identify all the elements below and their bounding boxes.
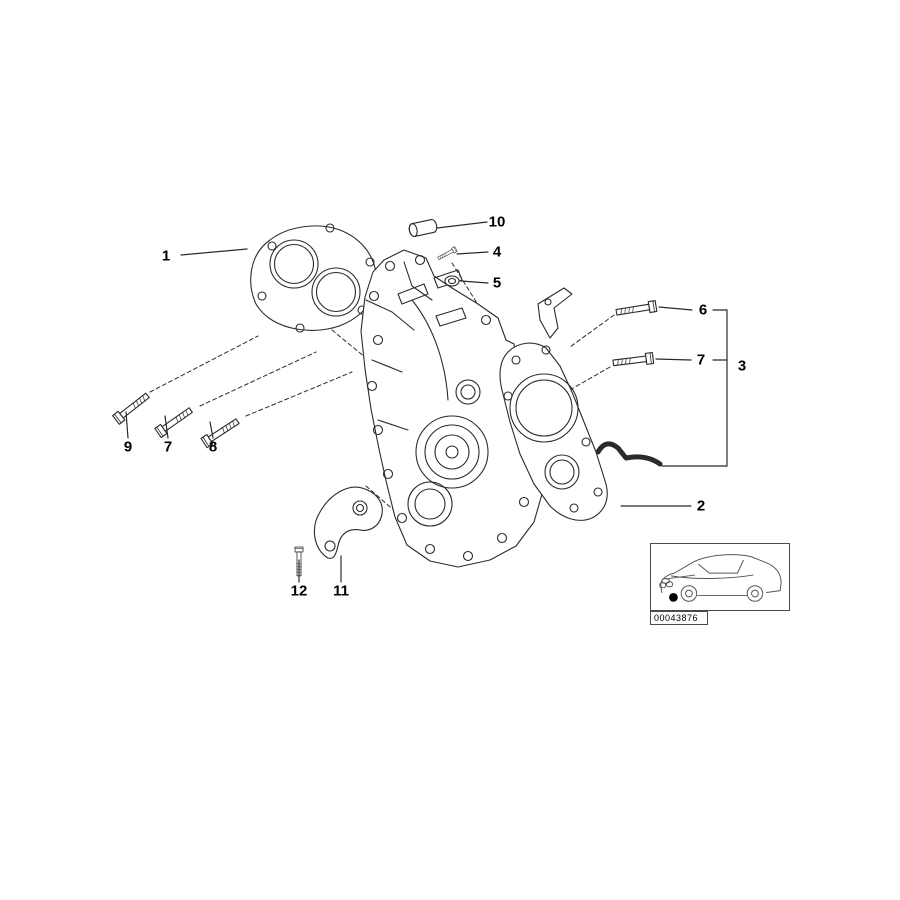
gasket-plate-drawing <box>499 342 608 521</box>
vehicle-thumbnail: 00043876 <box>650 543 790 625</box>
image-id-label: 00043876 <box>650 611 708 625</box>
callout-3[interactable]: 3 <box>737 357 747 375</box>
screw-4-drawing <box>436 246 458 262</box>
callout-1[interactable]: 1 <box>161 247 171 265</box>
flange-plate-drawing <box>250 223 377 333</box>
callout-2[interactable]: 2 <box>696 497 706 515</box>
callout-12[interactable]: 12 <box>290 582 308 600</box>
washer-5-drawing <box>444 275 460 287</box>
callout-9[interactable]: 9 <box>123 438 133 456</box>
callout-10[interactable]: 10 <box>488 213 506 231</box>
callout-6[interactable]: 6 <box>698 301 708 319</box>
callout-5[interactable]: 5 <box>492 274 502 292</box>
lever-bracket-drawing <box>537 287 573 339</box>
bolt-8-drawing <box>200 416 242 449</box>
bolt-6-drawing <box>615 300 658 319</box>
part-location-dot <box>669 593 678 602</box>
bolt-7-upper-drawing <box>612 351 655 369</box>
callout-11[interactable]: 11 <box>333 582 349 600</box>
bolt-9-drawing <box>112 390 152 425</box>
timing-cover-drawing <box>360 249 547 568</box>
callout-7-left[interactable]: 7 <box>163 438 173 456</box>
callout-7-upper[interactable]: 7 <box>696 351 706 369</box>
hook-rod-drawing <box>595 441 663 467</box>
callout-4[interactable]: 4 <box>492 243 502 261</box>
bolt-7-left-drawing <box>154 405 195 439</box>
callout-8[interactable]: 8 <box>208 438 218 456</box>
leader-lines <box>125 221 728 583</box>
bushing-10-drawing <box>408 219 438 238</box>
support-bracket-drawing <box>313 486 383 559</box>
car-silhouette-icon <box>659 554 782 602</box>
